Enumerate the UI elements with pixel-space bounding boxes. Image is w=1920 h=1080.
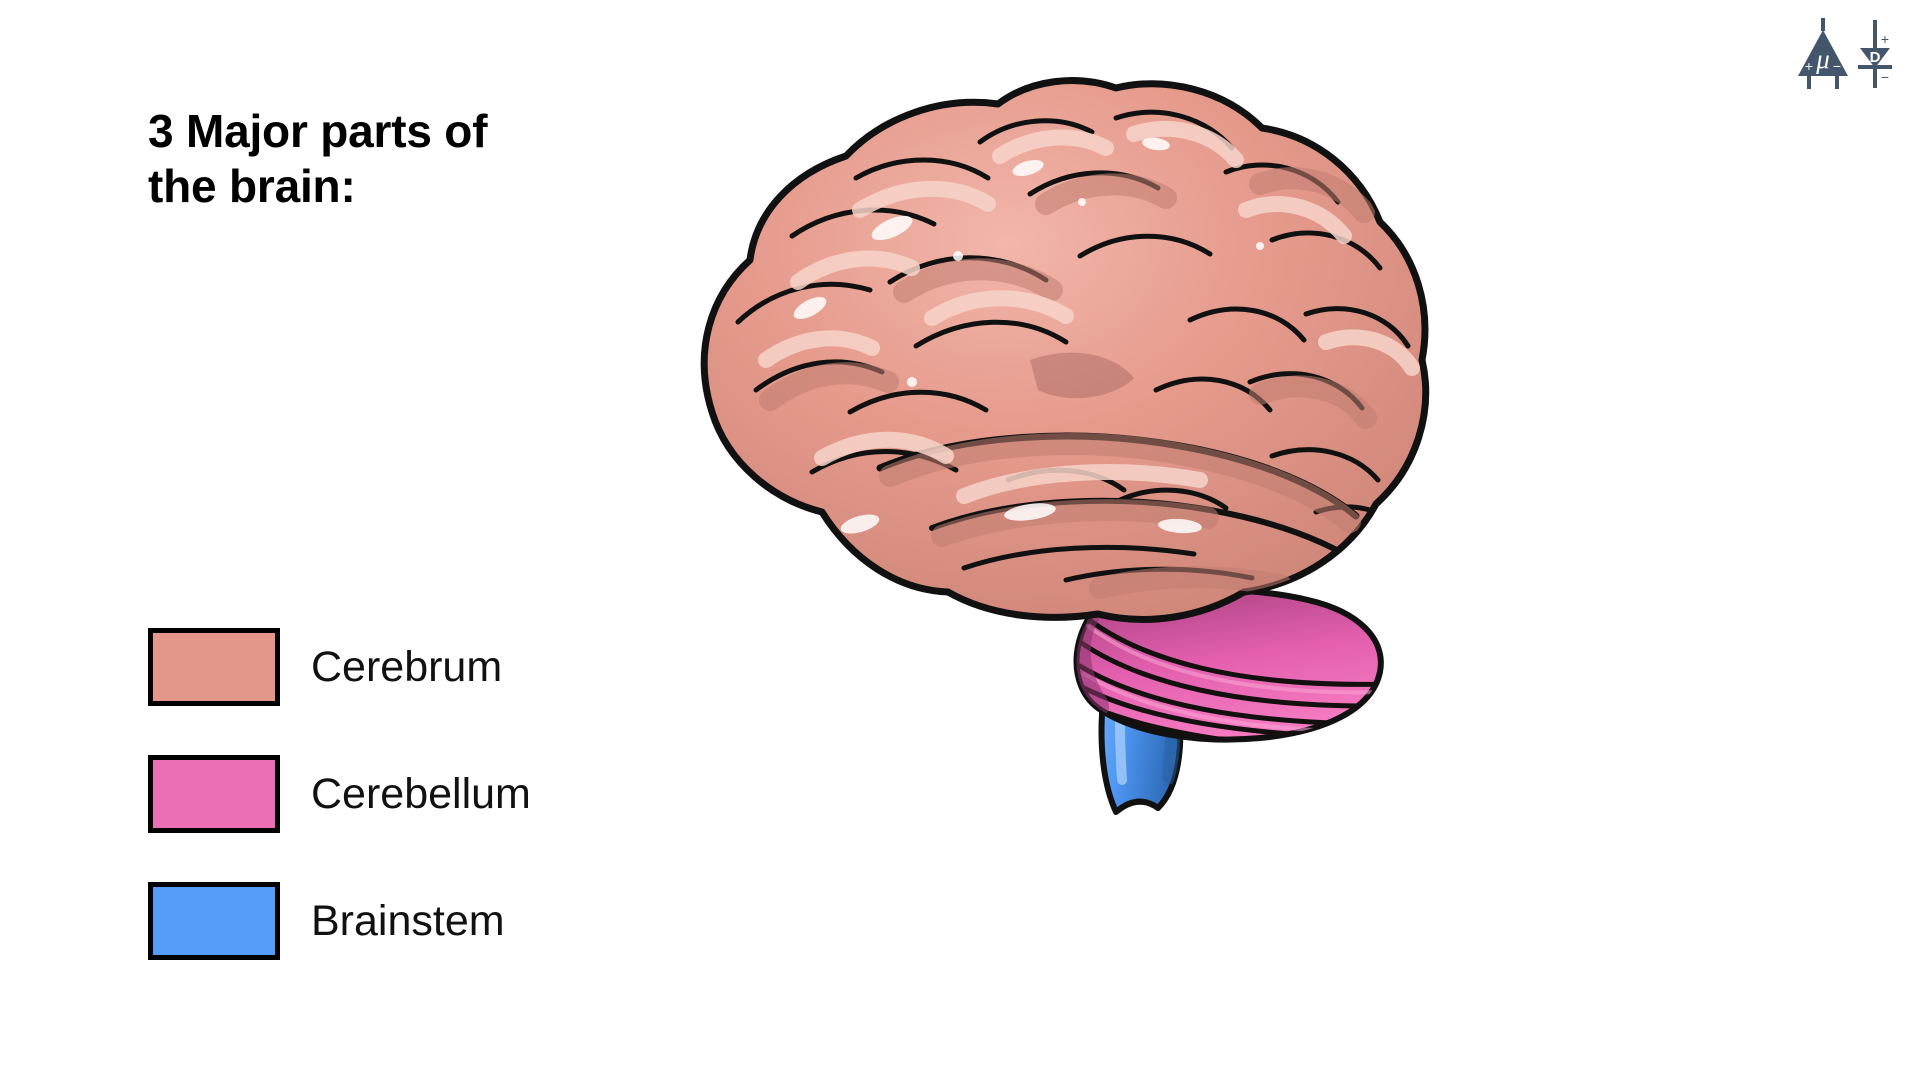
color-swatch-icon — [148, 882, 280, 960]
brain-parts-legend: Cerebrum Cerebellum Brainstem — [148, 628, 531, 960]
color-swatch-icon — [148, 755, 280, 833]
legend-item-label: Brainstem — [311, 896, 505, 945]
opamp-mu-glyph: μ — [1815, 44, 1830, 74]
opamp-minus-glyph: − — [1833, 58, 1841, 74]
legend-item-label: Cerebrum — [311, 642, 503, 691]
legend-item-cerebrum: Cerebrum — [148, 628, 531, 706]
color-swatch-icon — [148, 628, 280, 706]
legend-item-label: Cerebellum — [311, 769, 531, 818]
human-brain-lateral-view — [560, 60, 1460, 820]
diode-minus-glyph: − — [1881, 69, 1889, 85]
opamp-diode-logo: μ + − D + − — [1790, 18, 1900, 90]
diode-d-glyph: D — [1870, 49, 1881, 66]
legend-item-cerebellum: Cerebellum — [148, 755, 531, 833]
cerebellum-part — [1073, 586, 1384, 743]
page-title: 3 Major parts of the brain: — [148, 105, 488, 212]
cerebrum-part — [700, 77, 1430, 623]
opamp-plus-glyph: + — [1805, 58, 1813, 74]
legend-item-brainstem: Brainstem — [148, 882, 531, 960]
diode-plus-glyph: + — [1881, 31, 1889, 47]
